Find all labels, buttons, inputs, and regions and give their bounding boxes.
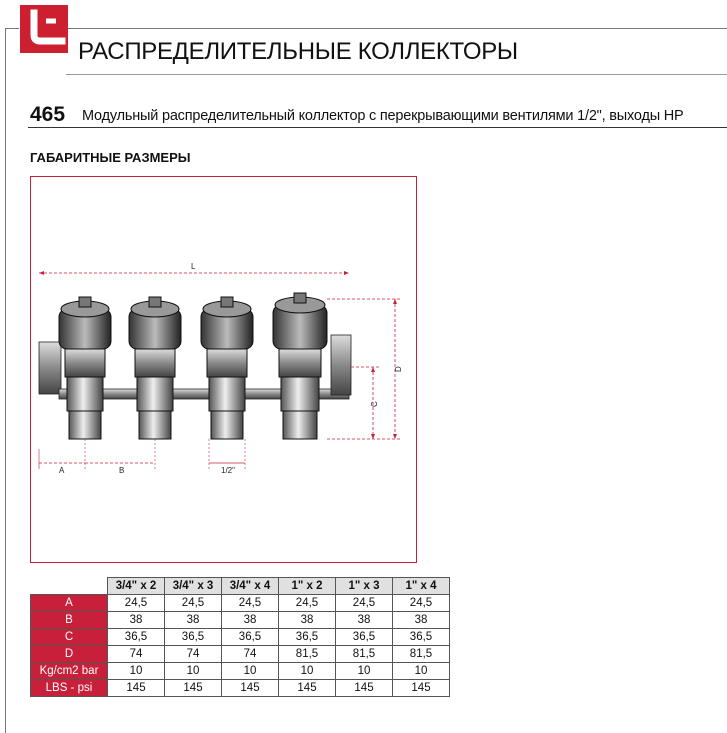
- table-cell: 145: [164, 679, 222, 697]
- table-cell: 38: [335, 611, 393, 629]
- table-cell: 38: [164, 611, 222, 629]
- column-header: 3/4" x 4: [221, 577, 279, 595]
- column-header: 3/4" x 2: [107, 577, 165, 595]
- table-corner: [30, 577, 108, 595]
- table-cell: 36,5: [392, 628, 450, 646]
- dim-label-half-inch: 1/2": [221, 466, 235, 475]
- table-cell: 24,5: [164, 594, 222, 612]
- dim-label-D: D: [394, 366, 403, 372]
- row-label: Kg/cm2 bar: [30, 662, 108, 680]
- page-frame-top-right: [66, 28, 727, 29]
- table-cell: 145: [221, 679, 279, 697]
- page-title: РАСПРЕДЕЛИТЕЛЬНЫЕ КОЛЛЕКТОРЫ: [78, 38, 518, 65]
- column-header: 1" x 2: [278, 577, 336, 595]
- product-code: 465: [30, 103, 66, 126]
- table-cell: 36,5: [221, 628, 279, 646]
- table-cell: 10: [107, 662, 165, 680]
- product-description: Модульный распределительный коллектор с …: [82, 108, 684, 124]
- table-cell: 36,5: [107, 628, 165, 646]
- row-label: D: [30, 645, 108, 663]
- table-cell: 81,5: [392, 645, 450, 663]
- table-cell: 38: [107, 611, 165, 629]
- table-cell: 81,5: [335, 645, 393, 663]
- table-cell: 10: [278, 662, 336, 680]
- column-header: 1" x 4: [392, 577, 450, 595]
- brand-logo: [20, 5, 68, 53]
- table-cell: 24,5: [278, 594, 336, 612]
- section-title: ГАБАРИТНЫЕ РАЗМЕРЫ: [30, 150, 191, 165]
- valve-4: [272, 292, 328, 440]
- table-cell: 10: [221, 662, 279, 680]
- table-cell: 36,5: [335, 628, 393, 646]
- table-cell: 38: [221, 611, 279, 629]
- page-frame-top: [5, 28, 19, 29]
- product-divider: [28, 127, 727, 128]
- row-label: LBS - psi: [30, 679, 108, 697]
- table-cell: 74: [107, 645, 165, 663]
- table-header-row: 3/4" x 2 3/4" x 3 3/4" x 4 1" x 2 1" x 3…: [30, 577, 450, 595]
- dim-label-C: C: [370, 401, 379, 407]
- column-header: 3/4" x 3: [164, 577, 222, 595]
- page-frame-left: [5, 28, 6, 733]
- table-cell: 38: [392, 611, 450, 629]
- table-cell: 145: [335, 679, 393, 697]
- dim-label-A: A: [59, 466, 65, 475]
- table-cell: 24,5: [335, 594, 393, 612]
- column-header: 1" x 3: [335, 577, 393, 595]
- title-divider: [66, 74, 727, 75]
- manifold-drawing: L A B 1/2" C D: [38, 262, 403, 475]
- dim-label-B: B: [119, 466, 124, 475]
- dimensions-table: 3/4" x 2 3/4" x 3 3/4" x 4 1" x 2 1" x 3…: [30, 577, 450, 697]
- pipe-logo-icon: [30, 9, 66, 45]
- table-cell: 24,5: [392, 594, 450, 612]
- table-cell: 38: [278, 611, 336, 629]
- table-cell: 10: [335, 662, 393, 680]
- valve-1: [58, 296, 112, 440]
- table-cell: 36,5: [278, 628, 336, 646]
- valve-2: [128, 296, 182, 440]
- table-cell: 24,5: [221, 594, 279, 612]
- dim-label-L: L: [191, 262, 196, 271]
- row-label: C: [30, 628, 108, 646]
- valve-3: [200, 296, 254, 440]
- table-cell: 74: [221, 645, 279, 663]
- dimension-drawing: L A B 1/2" C D: [30, 176, 417, 563]
- table-cell: 10: [392, 662, 450, 680]
- table-cell: 145: [278, 679, 336, 697]
- table-cell: 36,5: [164, 628, 222, 646]
- table-cell: 145: [392, 679, 450, 697]
- table-cell: 24,5: [107, 594, 165, 612]
- table-cell: 74: [164, 645, 222, 663]
- table-cell: 81,5: [278, 645, 336, 663]
- row-label: B: [30, 611, 108, 629]
- table-cell: 10: [164, 662, 222, 680]
- table-cell: 145: [107, 679, 165, 697]
- row-label: A: [30, 594, 108, 612]
